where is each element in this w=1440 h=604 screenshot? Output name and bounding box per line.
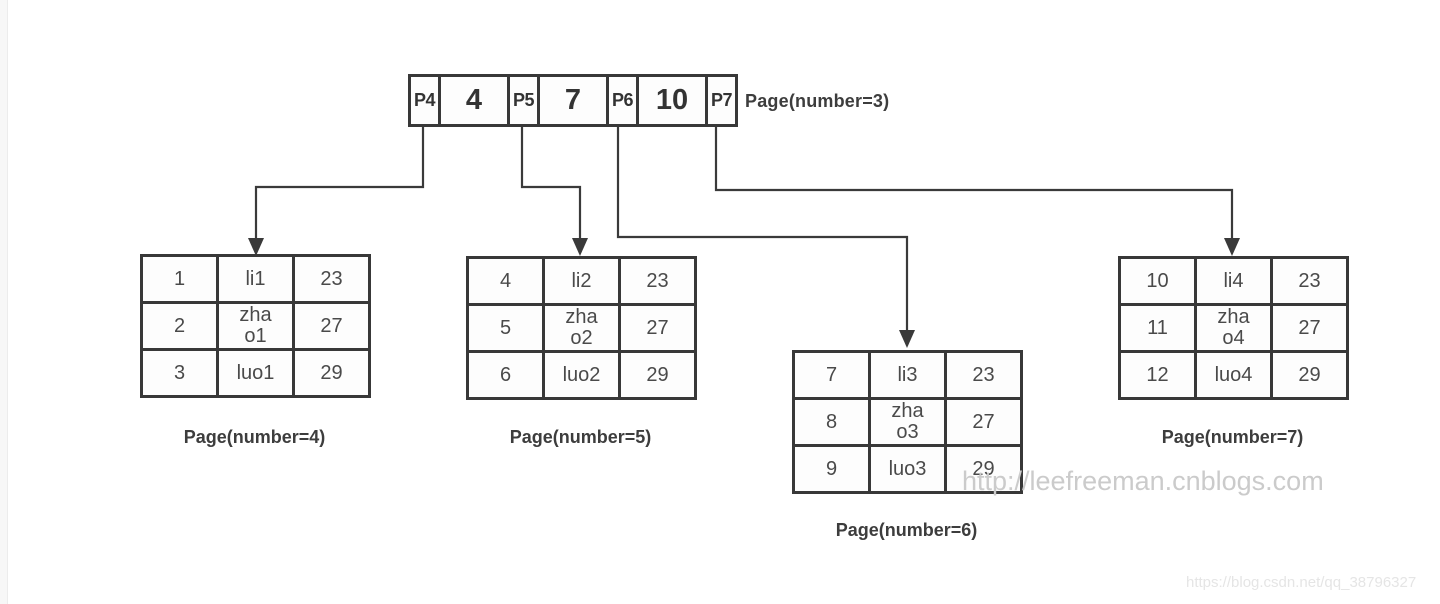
leaf-page-7-label: Page(number=7) [1161,427,1304,447]
table-row: 5 zha o2 27 [466,303,697,353]
leaf-page-5-label: Page(number=5) [509,427,652,447]
cell-age: 27 [292,301,371,351]
leaf-page-4-table: 1 li1 23 2 zha o1 27 3 luo1 29 [140,254,371,398]
cell-id: 4 [466,256,545,306]
cell-age: 27 [618,303,697,353]
cell-id: 12 [1118,350,1197,400]
table-row: 10 li4 23 [1118,256,1349,306]
leaf-page-6-label: Page(number=6) [835,520,978,540]
cell-name: li4 [1194,256,1273,306]
table-row: 8 zha o3 27 [792,397,1023,447]
arrowheads [248,238,1240,348]
cell-id: 9 [792,444,871,494]
root-key-cell: 10 [636,74,708,127]
root-pointer-cell: P6 [606,74,639,127]
table-row: 2 zha o1 27 [140,301,371,351]
cell-id: 10 [1118,256,1197,306]
cell-age: 29 [292,348,371,398]
cell-name: luo2 [542,350,621,400]
table-row: 6 luo2 29 [466,350,697,400]
root-key-cell: 4 [438,74,510,127]
cell-age: 27 [1270,303,1349,353]
cell-name: luo3 [868,444,947,494]
cell-age: 23 [944,350,1023,400]
leaf-page-4-label: Page(number=4) [183,427,326,447]
cell-id: 6 [466,350,545,400]
table-row: 11 zha o4 27 [1118,303,1349,353]
root-node-label: Page(number=3) [745,91,890,111]
cell-name: luo1 [216,348,295,398]
watermark-cnblogs: http://leefreeman.cnblogs.com [962,466,1324,496]
root-pointer-cell: P4 [408,74,441,127]
table-row: 1 li1 23 [140,254,371,304]
leaf-page-6-table: 7 li3 23 8 zha o3 27 9 luo3 29 [792,350,1023,494]
leaf-page-5-table: 4 li2 23 5 zha o2 27 6 luo2 29 [466,256,697,400]
cell-age: 29 [618,350,697,400]
cell-id: 1 [140,254,219,304]
arrowhead-page7 [1224,238,1240,256]
cell-id: 8 [792,397,871,447]
cell-age: 23 [618,256,697,306]
root-index-node: P4 4 P5 7 P6 10 P7 [408,74,738,127]
cell-id: 11 [1118,303,1197,353]
table-row: 4 li2 23 [466,256,697,306]
cell-age: 23 [292,254,371,304]
cell-age: 23 [1270,256,1349,306]
table-row: 3 luo1 29 [140,348,371,398]
cell-name: zha o2 [542,303,621,353]
root-pointer-cell: P7 [705,74,738,127]
cell-id: 7 [792,350,871,400]
page-left-gutter [0,0,8,604]
cell-id: 5 [466,303,545,353]
cell-id: 2 [140,301,219,351]
table-row: 12 luo4 29 [1118,350,1349,400]
table-row: 9 luo3 29 [792,444,1023,494]
connector-lines [254,127,1234,332]
cell-name: zha o3 [868,397,947,447]
watermark-csdn: https://blog.csdn.net/qq_38796327 [1186,574,1417,591]
cell-name: li3 [868,350,947,400]
connector-p4-to-page4 [254,127,425,240]
arrowhead-page5 [572,238,588,256]
cell-name: luo4 [1194,350,1273,400]
leaf-page-7-table: 10 li4 23 11 zha o4 27 12 luo4 29 [1118,256,1349,400]
cell-name: zha o1 [216,301,295,351]
connector-p5-to-page5 [520,127,582,240]
root-key-cell: 7 [537,74,609,127]
table-row: 7 li3 23 [792,350,1023,400]
cell-name: li1 [216,254,295,304]
cell-age: 29 [944,444,1023,494]
cell-name: zha o4 [1194,303,1273,353]
cell-name: li2 [542,256,621,306]
arrowhead-page6 [899,330,915,348]
root-pointer-cell: P5 [507,74,540,127]
cell-age: 27 [944,397,1023,447]
connector-p7-to-page7 [714,127,1234,240]
cell-id: 3 [140,348,219,398]
cell-age: 29 [1270,350,1349,400]
